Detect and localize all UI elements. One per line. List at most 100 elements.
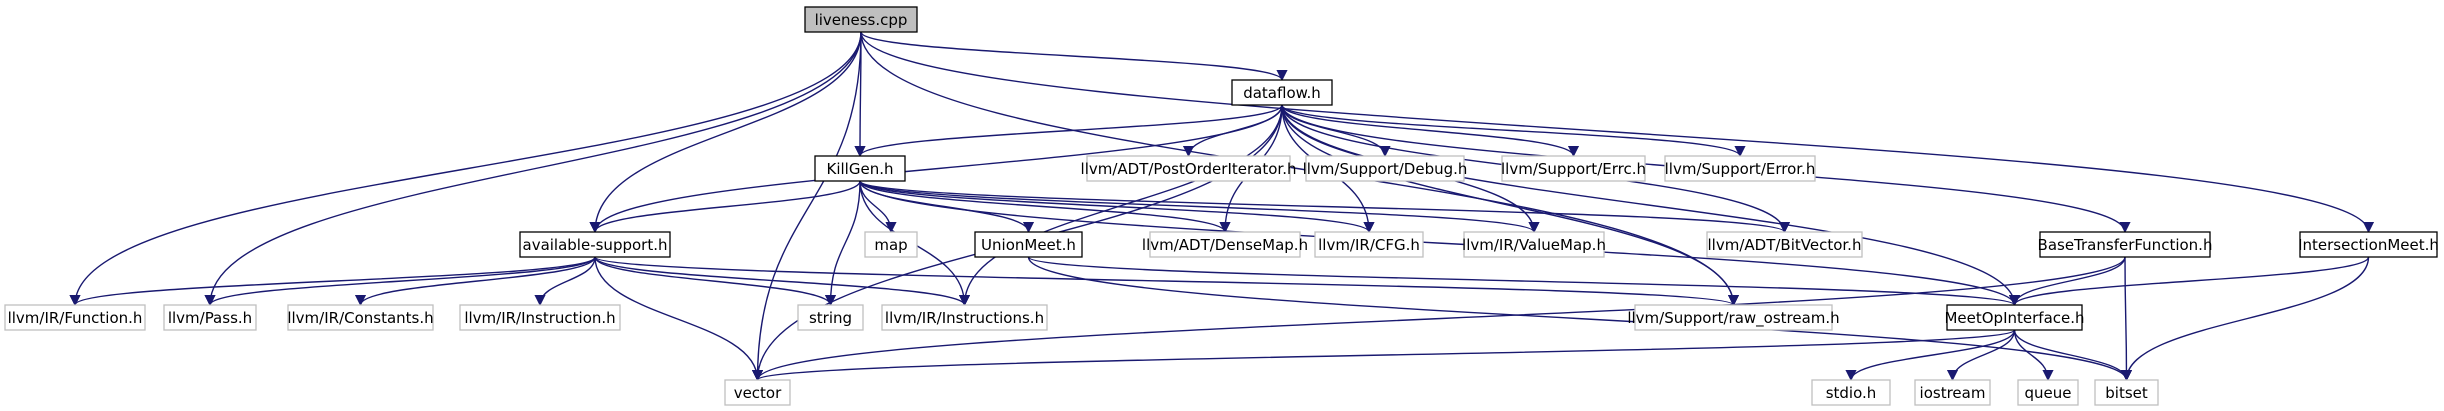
node-instructions-label: llvm/IR/Instructions.h [885, 309, 1044, 327]
node-inter-box [2299, 231, 2438, 258]
node-rawostream-label: llvm/Support/raw_ostream.h [1627, 309, 1839, 328]
node-instruction: llvm/IR/Instruction.h [459, 304, 621, 331]
edge-killgen-to-avail [589, 180, 861, 234]
node-instruction-box [459, 304, 621, 331]
node-densemap: llvm/ADT/DenseMap.h [1142, 231, 1308, 258]
node-meetop-box [1946, 304, 2083, 331]
edge-avail-to-rawostream [594, 256, 1739, 307]
edge-meetop-to-bitset [2013, 329, 2133, 382]
node-meetop-label: MeetOpInterface.h [1944, 309, 2084, 327]
edge-avail-to-instructions [594, 256, 970, 307]
edge-dataflow-to-rawostream [1281, 104, 1740, 307]
node-bitvector: llvm/ADT/BitVector.h [1706, 231, 1863, 258]
node-bitset: bitset [2094, 379, 2159, 406]
edge-killgen-to-valuemap [859, 180, 1540, 234]
node-debug-box [1305, 155, 1465, 182]
edge-avail-to-instruction [534, 256, 596, 307]
node-map: map [864, 231, 918, 258]
node-iostream-label: iostream [1920, 384, 1986, 402]
node-string-label: string [809, 309, 852, 327]
node-vector-label: vector [734, 384, 782, 402]
edge-liveness-to-function [69, 31, 862, 307]
edge-liveness-to-avail [589, 31, 862, 234]
node-bitvector-box [1706, 231, 1863, 258]
node-debug-label: llvm/Support/Debug.h [1303, 160, 1468, 178]
edge-dataflow-to-poi [1182, 104, 1283, 158]
node-error-label: llvm/Support/Error.h [1665, 160, 1816, 178]
node-densemap-box [1149, 231, 1301, 258]
edge-btf-to-vector [752, 256, 2126, 382]
edge-btf-to-meetop [2008, 256, 2126, 307]
node-valuemap: llvm/IR/ValueMap.h [1462, 231, 1606, 258]
edge-avail-to-pass [204, 256, 596, 307]
node-function: llvm/IR/Function.h [4, 304, 146, 331]
edge-meetop-to-stdio [1845, 329, 2016, 382]
edge-inter-to-meetop [2009, 256, 2370, 307]
node-bitset-box [2094, 379, 2159, 406]
node-poi: llvm/ADT/PostOrderIterator.h [1081, 155, 1297, 182]
edge-liveness-to-inter [860, 31, 2374, 234]
edge-dataflow-to-instructions [958, 104, 1283, 307]
node-killgen[interactable]: KillGen.h [814, 155, 906, 182]
edge-killgen-to-cfg [859, 180, 1375, 234]
node-liveness[interactable]: liveness.cpp [804, 6, 918, 33]
edge-meetop-to-vector [752, 329, 2016, 382]
node-errc-box [1501, 155, 1646, 182]
node-vector-box [724, 379, 791, 406]
node-stdio-box [1811, 379, 1891, 406]
node-errc: llvm/Support/Errc.h [1501, 155, 1646, 182]
edge-dataflow-to-error [1281, 104, 1746, 158]
node-btf-label: BaseTransferFunction.h [2038, 236, 2213, 254]
node-bitset-label: bitset [2105, 384, 2148, 402]
node-error: llvm/Support/Error.h [1664, 155, 1816, 182]
node-avail-label: available-support.h [523, 236, 668, 254]
node-constants-label: llvm/IR/Constants.h [287, 309, 433, 327]
node-killgen-box [814, 155, 906, 182]
node-string-box [797, 304, 864, 331]
node-valuemap-box [1463, 231, 1605, 258]
node-instructions: llvm/IR/Instructions.h [881, 304, 1048, 331]
edge-avail-to-function [69, 256, 596, 307]
node-btf[interactable]: BaseTransferFunction.h [2038, 231, 2213, 258]
node-pass-label: llvm/Pass.h [168, 309, 252, 327]
node-dataflow[interactable]: dataflow.h [1231, 79, 1333, 106]
edge-avail-to-vector [594, 256, 764, 382]
node-union[interactable]: UnionMeet.h [974, 231, 1083, 258]
node-iostream: iostream [1914, 379, 1991, 406]
edge-liveness-to-pass [204, 31, 862, 307]
node-dataflow-label: dataflow.h [1243, 84, 1321, 102]
node-iostream-box [1914, 379, 1991, 406]
edge-union-to-meetop [1027, 256, 2020, 307]
node-rawostream: llvm/Support/raw_ostream.h [1627, 304, 1840, 331]
edge-killgen-to-string [824, 180, 861, 307]
node-instruction-label: llvm/IR/Instruction.h [464, 309, 615, 327]
edge-killgen-to-densemap [859, 180, 1231, 234]
node-cfg: llvm/IR/CFG.h [1314, 231, 1424, 258]
edge-avail-to-string [594, 256, 837, 307]
node-map-box [864, 231, 918, 258]
node-queue-label: queue [2025, 384, 2072, 402]
node-rawostream-box [1634, 304, 1833, 331]
edge-liveness-to-vector [751, 31, 862, 382]
edge-meetop-to-iostream [1946, 329, 2016, 382]
node-error-box [1664, 155, 1816, 182]
node-meetop[interactable]: MeetOpInterface.h [1944, 304, 2085, 331]
node-inter[interactable]: IntersectionMeet.h [2298, 231, 2439, 258]
node-union-label: UnionMeet.h [981, 236, 1076, 254]
node-avail-box [519, 231, 671, 258]
node-function-box [4, 304, 146, 331]
edge-avail-to-constants [354, 256, 596, 307]
edge-inter-to-bitset [2120, 256, 2370, 382]
edge-killgen-to-meetop [859, 180, 2020, 307]
node-union-box [974, 231, 1083, 258]
node-avail[interactable]: available-support.h [519, 231, 671, 258]
node-poi-box [1086, 155, 1291, 182]
node-bitvector-label: llvm/ADT/BitVector.h [1708, 236, 1862, 254]
node-instructions-box [881, 304, 1048, 331]
node-constants: llvm/IR/Constants.h [287, 304, 434, 331]
node-poi-label: llvm/ADT/PostOrderIterator.h [1081, 160, 1297, 178]
edge-liveness-to-dataflow [860, 31, 1288, 82]
node-densemap-label: llvm/ADT/DenseMap.h [1142, 236, 1308, 254]
